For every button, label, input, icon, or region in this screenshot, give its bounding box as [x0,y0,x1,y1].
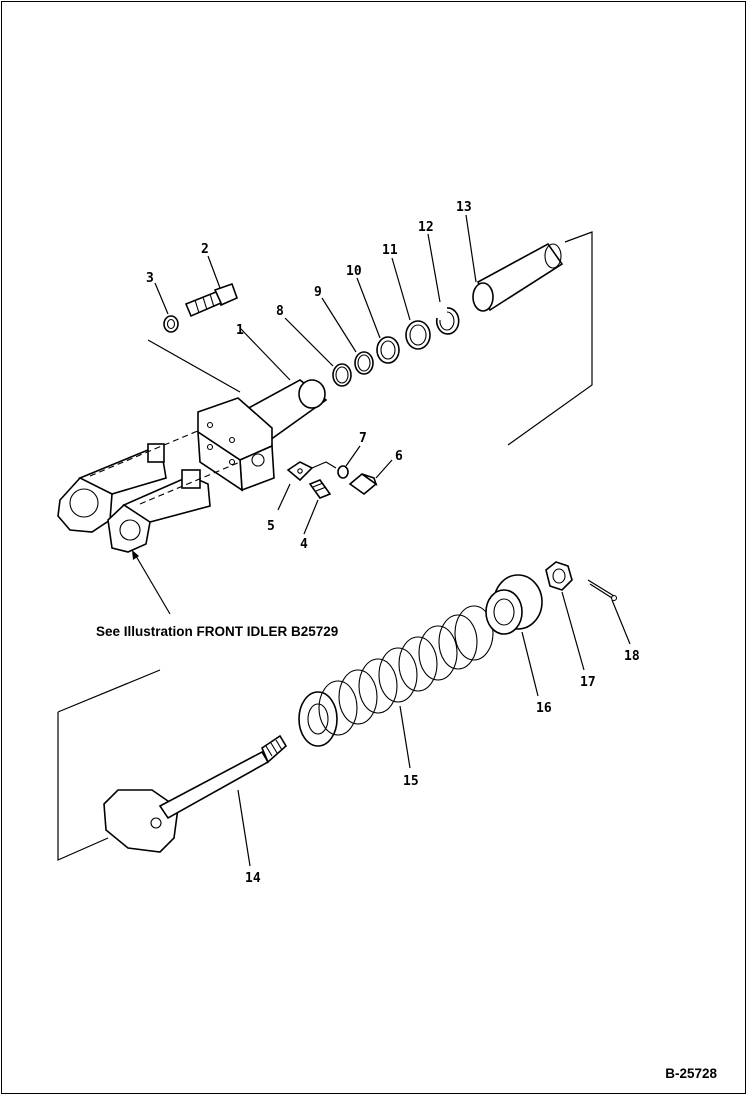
figure-id: B-25728 [665,1066,717,1081]
label-part-13: 13 [456,200,472,215]
label-part-12: 12 [418,220,434,235]
part-7-washer [337,445,361,479]
part-18-cotter-pin [587,579,631,645]
part-11-bushing [391,257,431,350]
label-part-17: 17 [580,675,596,690]
part-17-nut [545,561,585,671]
part-15-spring [298,605,494,769]
label-part-18: 18 [624,649,640,664]
label-part-10: 10 [346,264,362,279]
part-13-pin [465,214,564,312]
label-part-16: 16 [536,701,552,716]
label-part-9: 9 [314,285,322,300]
part-3-snap-ring [154,282,179,333]
part-4-grease-fitting [303,479,332,535]
label-part-11: 11 [382,243,398,258]
upper-group-bracket [147,231,593,446]
label-part-14: 14 [245,871,261,886]
part-8-o-ring [284,317,352,387]
label-part-8: 8 [276,304,284,319]
part-2-bolt [184,255,239,318]
part-10-bushing [356,277,400,364]
part-14-rod [103,734,288,867]
part-9-o-ring [321,297,374,375]
part-6-bolt [348,459,393,496]
label-part-1: 1 [236,323,244,338]
label-part-7: 7 [359,431,367,446]
part-16-spring-seat [485,574,543,697]
label-part-4: 4 [300,537,308,552]
part-5-lock-plate [277,461,337,511]
part-number-labels: 1 2 3 4 5 6 7 8 9 10 11 12 13 14 15 16 1… [146,200,640,886]
part-12-snap-ring [427,233,460,335]
idler-yoke-brackets [57,429,241,615]
reference-note: See Illustration FRONT IDLER B25729 [96,624,339,639]
part-1-cylinder-assembly [197,327,328,492]
label-part-5: 5 [267,519,275,534]
label-part-15: 15 [403,774,419,789]
label-part-6: 6 [395,449,403,464]
label-part-3: 3 [146,271,154,286]
lower-group-bracket [57,669,161,861]
label-part-2: 2 [201,242,209,257]
